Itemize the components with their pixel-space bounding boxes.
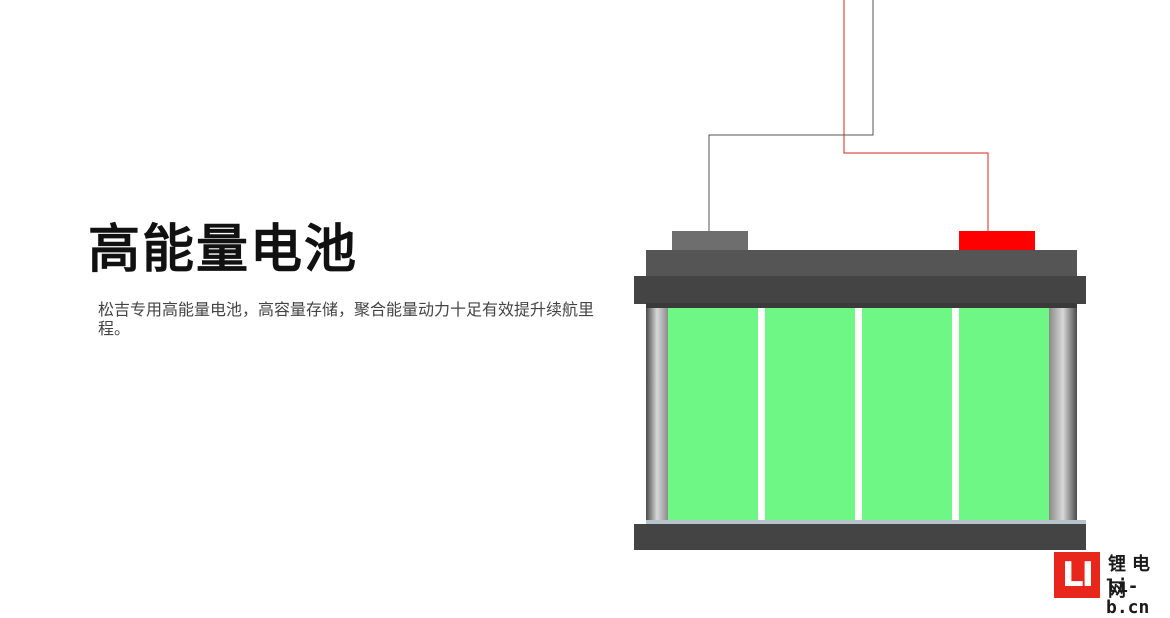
battery-cell xyxy=(765,308,855,521)
battery-illustration xyxy=(634,0,1086,550)
battery-cell xyxy=(959,308,1049,521)
page-title: 高能量电池 xyxy=(88,220,359,280)
battery-base-strip xyxy=(646,520,1086,524)
positive-terminal xyxy=(959,231,1035,251)
logo-mark: LI xyxy=(1054,552,1100,598)
battery-side-right xyxy=(1049,308,1077,521)
negative-wire xyxy=(708,0,874,231)
battery-cell xyxy=(862,308,952,521)
battery-lid xyxy=(634,276,1086,304)
battery-cells xyxy=(668,308,1049,521)
site-logo[interactable]: LI 锂电网 li-b.cn xyxy=(1054,550,1170,618)
negative-terminal xyxy=(672,231,748,251)
battery-lid-top xyxy=(646,250,1077,277)
battery-side-left xyxy=(646,308,668,521)
logo-domain: li-b.cn xyxy=(1106,576,1150,618)
battery-cell xyxy=(668,308,758,521)
positive-wire xyxy=(843,0,989,231)
page-description: 松吉专用高能量电池，高容量存储，聚合能量动力十足有效提升续航里程。 xyxy=(98,300,595,338)
battery-lid-edge xyxy=(646,303,1077,308)
logo-name: 锂电网 xyxy=(1108,554,1156,601)
battery-base xyxy=(634,524,1086,550)
